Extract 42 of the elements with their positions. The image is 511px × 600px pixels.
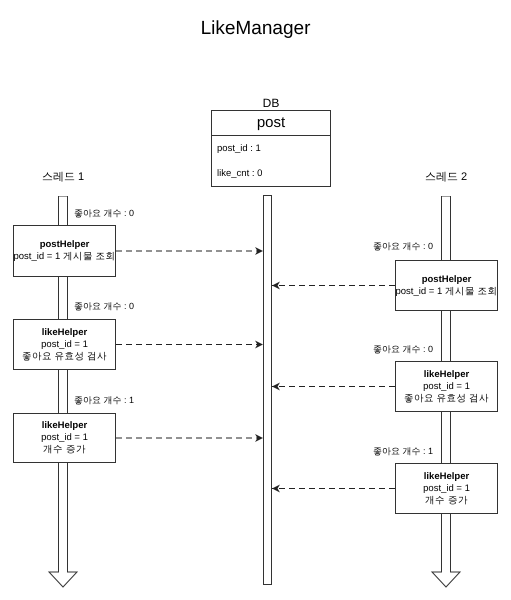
count-label: 좋아요 개수 : 0 [373,343,434,356]
process-box [13,413,116,463]
diagram-title: LikeManager [200,18,312,40]
table-row-text: post_id : 1 [216,142,262,156]
box-text: post_id = 1 [423,482,470,494]
box-heading: likeHelper [42,326,88,338]
box-text: post_id = 1 [41,432,88,444]
count-label: 좋아요 개수 : 0 [373,240,434,253]
dashed-arrow [272,382,396,390]
dashed-arrow [116,247,264,255]
box-text: 좋아요 유효성 검사 [404,392,490,404]
box-text: post_id = 1 [423,380,470,392]
box-text: 좋아요 유효성 검사 [22,350,108,362]
dashed-arrow [116,434,264,442]
table-caption: DB [262,96,280,110]
count-label: 좋아요 개수 : 0 [74,207,134,220]
box-text: post_id = 1 게시물 조회 [395,286,498,298]
count-label: 좋아요 개수 : 1 [373,445,434,458]
process-box [395,361,498,412]
dashed-arrow [272,484,396,492]
count-label: 좋아요 개수 : 1 [74,394,134,407]
box-heading: likeHelper [42,420,88,432]
count-label: 좋아요 개수 : 0 [74,300,134,313]
process-box [395,463,498,514]
box-text: post_id = 1 [41,338,88,350]
box-text: post_id = 1 게시물 조회 [13,251,116,263]
process-box [395,260,498,311]
box-heading: postHelper [422,274,472,286]
box-text: 개수 증가 [43,444,86,456]
thread-label: 스레드 2 [424,170,468,184]
dashed-arrow [272,282,396,290]
table-row-text: like_cnt : 0 [216,167,264,181]
process-box [13,225,116,277]
box-heading: likeHelper [424,368,470,380]
box-heading: likeHelper [424,470,470,482]
table-header: post [212,111,330,136]
box-text: 개수 증가 [425,494,468,506]
process-box [13,319,116,370]
box-heading: postHelper [40,239,90,251]
lifeline-bar [263,195,272,585]
thread-label: 스레드 1 [40,170,86,184]
dashed-arrow [116,340,264,348]
